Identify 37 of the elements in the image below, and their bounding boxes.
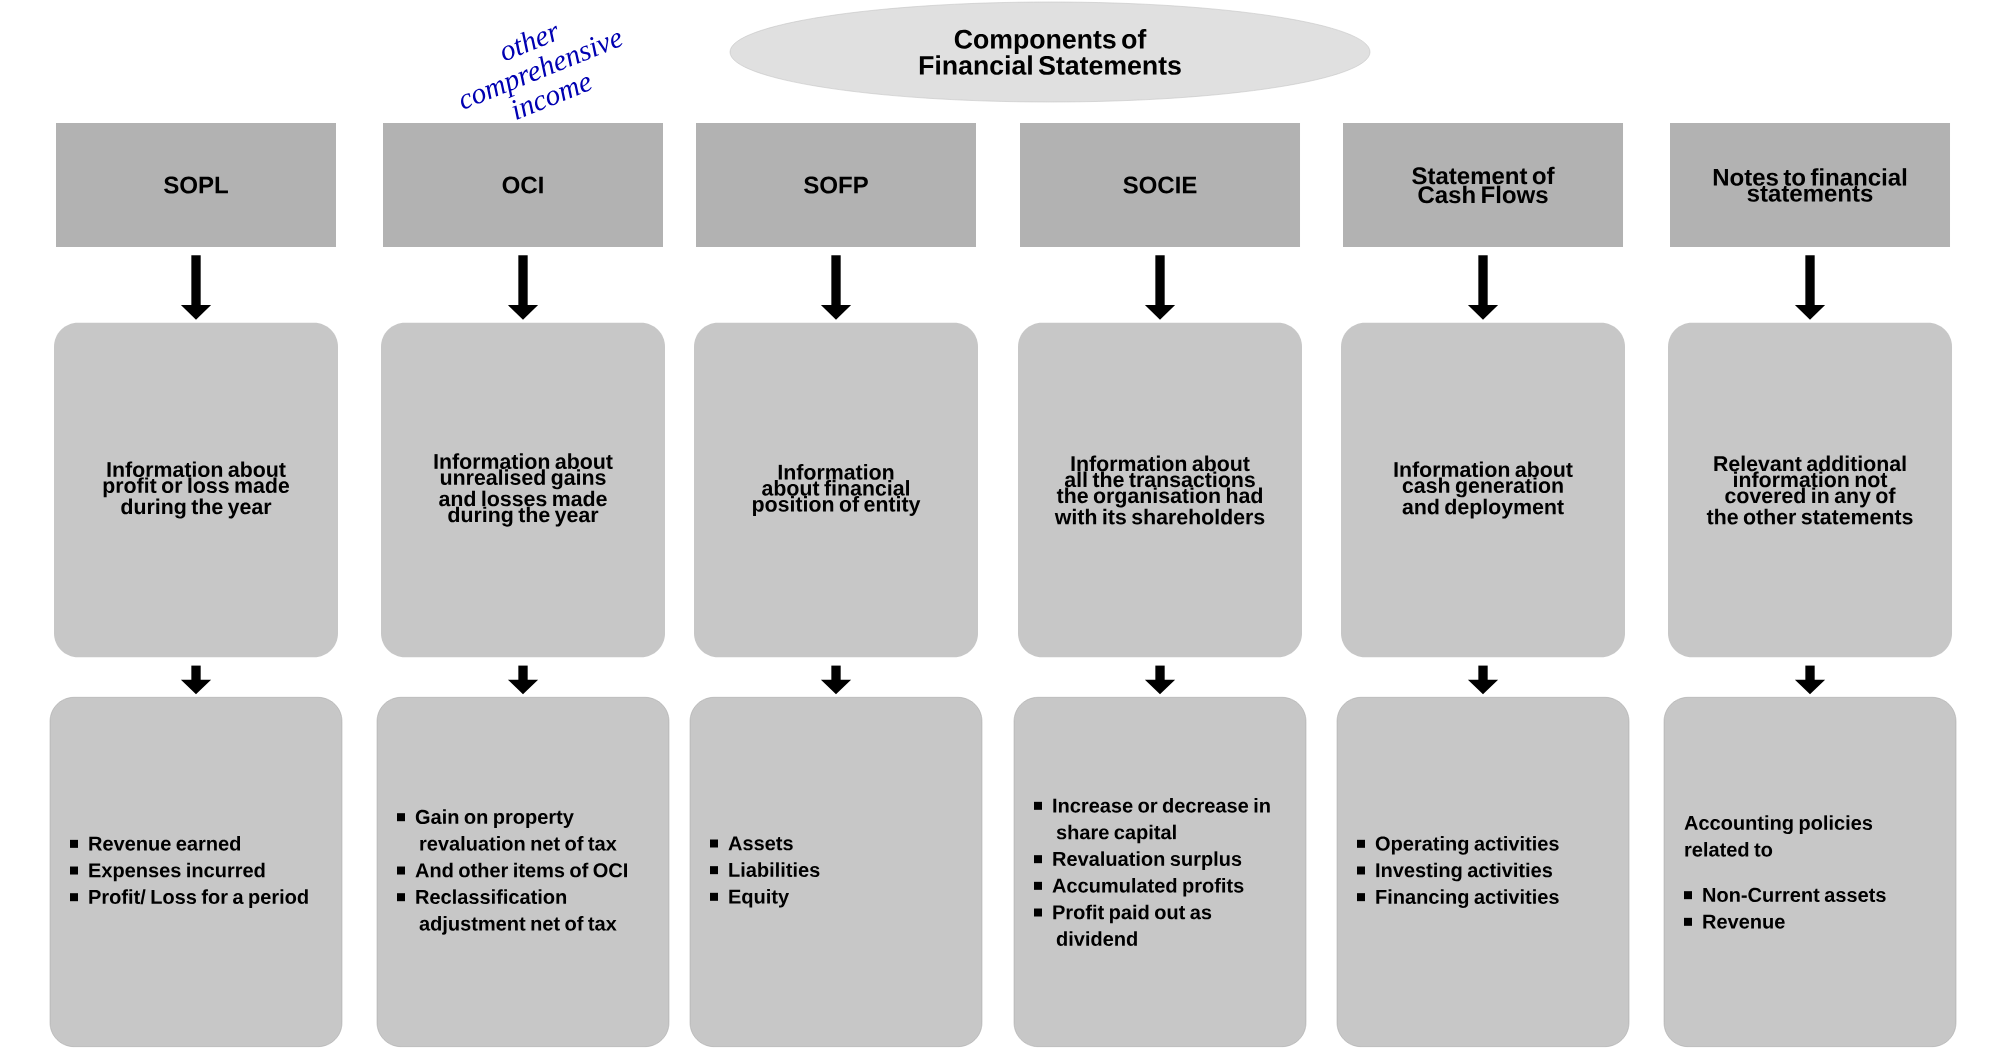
- list-box: [1336, 697, 1630, 1047]
- list-item: Revenue: [1684, 914, 1785, 929]
- header-box: SOCIE: [1020, 123, 1300, 247]
- list-item: Expenses incurred: [70, 862, 265, 882]
- list-item: Increase or decrease in share capital: [1034, 798, 1270, 844]
- list-box: [689, 697, 983, 1047]
- description-box: Information about unrealised gains and losses made during the year: [381, 322, 665, 658]
- list-item: Investing activities: [1357, 862, 1552, 882]
- list-item: Revenue earned: [70, 836, 241, 851]
- header-box: OCI: [383, 123, 663, 247]
- list-item: Financing activities: [1357, 889, 1559, 909]
- list-item: Assets: [710, 836, 793, 851]
- list-item: Revaluation surplus: [1034, 851, 1242, 870]
- list-item: Non-Current assets: [1684, 887, 1886, 902]
- list-item: Equity: [710, 889, 790, 908]
- description-box: Relevant additional information not covered in any of the other statements: [1668, 322, 1952, 658]
- list-item: Reclassification adjustment net of tax: [397, 889, 617, 935]
- description-box: Information about profit or loss made during the year: [54, 322, 338, 658]
- header-box: SOFP: [696, 123, 976, 247]
- header-box: SOPL: [56, 123, 336, 247]
- list-item: Accumulated profits: [1034, 878, 1244, 897]
- list-box: [1013, 697, 1307, 1047]
- list-box: [376, 697, 670, 1047]
- list-item: Operating activities: [1357, 835, 1559, 855]
- list-item: Profit paid out as dividend: [1034, 904, 1212, 946]
- header-box: Notes to financial statements: [1670, 123, 1950, 247]
- description-box: Information about all the transactions the organisation had with its shareholders: [1018, 322, 1302, 658]
- list-item: Gain on property revaluation net of tax: [397, 809, 617, 851]
- description-box: Information about financial position of entity: [694, 322, 978, 658]
- list-item: Profit/ Loss for a period: [70, 889, 308, 908]
- description-box: Information about cash generation and deployment: [1341, 322, 1625, 658]
- list-item: And other items of OCI: [397, 862, 627, 878]
- list-box: [1663, 697, 1957, 1047]
- list-box: [49, 697, 343, 1047]
- header-box: Statement of Cash Flows: [1343, 123, 1623, 247]
- list-item: Liabilities: [710, 862, 820, 877]
- list-text: Accounting policies related to: [1684, 815, 1873, 857]
